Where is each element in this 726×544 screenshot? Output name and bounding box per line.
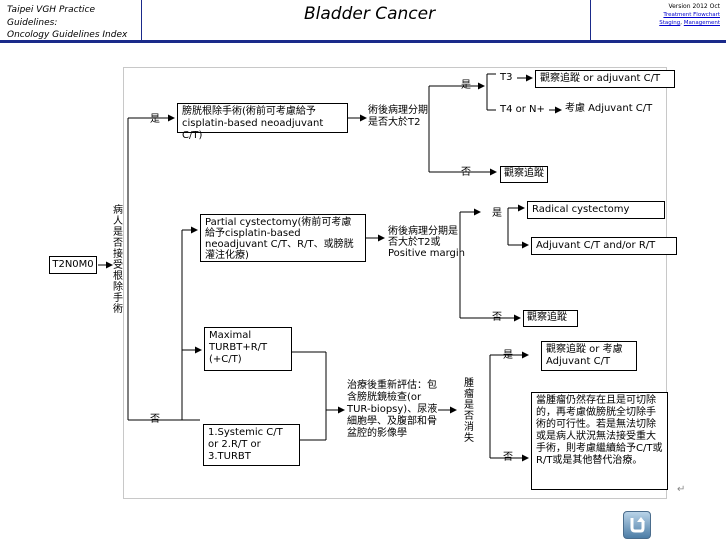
diagram-frame [123, 67, 667, 499]
reevaluation-text: 治療後重新評估：包含膀胱鏡檢查(or TUR-biopsy)、尿液細胞學、及腹部… [347, 380, 438, 439]
page-title: Bladder Cancer [304, 4, 436, 24]
header-line-3: Oncology Guidelines Index [7, 30, 128, 40]
partial-cystectomy-box: Partial cystectomy(術前可考慮給予cisplatin-base… [200, 214, 366, 262]
cystectomy-box: 膀胱根除手術(術前可考慮給予cisplatin-based neoadjuvan… [177, 103, 348, 141]
q2-yes-label: 是 [492, 208, 502, 219]
treatment-flowchart-link[interactable]: Treatment Flowchart [663, 12, 720, 18]
q1-yes-label: 是 [461, 80, 471, 91]
systemic-options-box: 1.Systemic C/T or 2.R/T or 3.TURBT [203, 424, 300, 466]
header-rule [0, 40, 726, 43]
radical-cystectomy-box: Radical cystectomy [527, 201, 665, 219]
path-question-1: 術後病理分期是否大於T2 [368, 105, 428, 128]
stage-box: T2N0M0 [49, 256, 97, 274]
return-arrow-icon [630, 517, 645, 533]
tumor-question: 腫瘤是否消失 [464, 378, 474, 444]
t3-label: T3 [500, 72, 513, 83]
t4-result: 考慮 Adjuvant C/T [565, 103, 653, 114]
header-divider-left [141, 0, 142, 40]
maximal-turbt-box: Maximal TURBT+R/T (+C/T) [204, 327, 292, 371]
tumor-no-label: 否 [503, 452, 513, 463]
root-question: 病人是否接受根除手術 [113, 205, 123, 315]
root-yes-label: 是 [150, 114, 160, 125]
tumor-yes-label: 是 [503, 350, 513, 361]
header-line-2: Guidelines: [7, 17, 58, 28]
stage-label: T2N0M0 [52, 259, 94, 270]
version-label: Version 2012 Oct [668, 3, 720, 10]
return-button[interactable] [623, 511, 651, 539]
adjuvant-ct-rt-box: Adjuvant C/T and/or R/T [531, 237, 677, 255]
q1-no-label: 否 [461, 167, 471, 178]
guideline-header-left: Taipei VGH Practice Guidelines: Oncology… [7, 4, 127, 42]
t4-label: T4 or N+ [500, 104, 545, 115]
staging-link[interactable]: Staging [659, 20, 681, 26]
observe-box-2: 觀察追蹤 [523, 310, 578, 327]
header-divider-right [590, 0, 591, 40]
observe-box-1: 觀察追蹤 [500, 166, 548, 183]
header-line-1: Taipei VGH Practice [7, 5, 96, 15]
path-question-2: 術後病理分期是否大於T2或Positive margin [388, 226, 465, 259]
management-link[interactable]: Management [683, 20, 720, 26]
header-right: Version 2012 Oct Treatment Flowchart Sta… [659, 3, 720, 26]
residual-tumor-box: 當腫瘤仍然存在且是可切除的，再考慮做膀胱全切除手術的可行性。若是無法切除或是病人… [531, 392, 668, 490]
t3-result-box: 觀察追蹤 or adjuvant C/T [535, 70, 675, 88]
observe-adjuvant-box: 觀察追蹤 or 考慮Adjuvant C/T [541, 341, 637, 371]
paragraph-mark: ↵ [677, 484, 686, 495]
q2-no-label: 否 [492, 312, 502, 323]
root-no-label: 否 [150, 414, 160, 425]
